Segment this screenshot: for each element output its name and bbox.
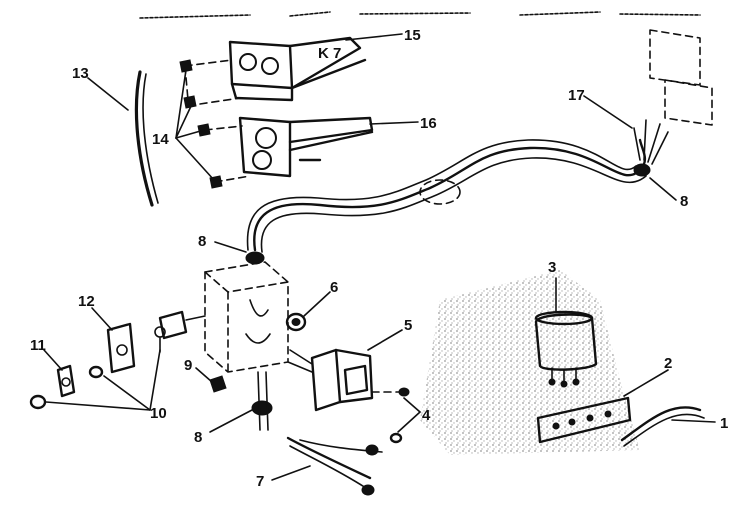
callout-8-left: 8 bbox=[198, 233, 206, 250]
terminal-board bbox=[536, 396, 632, 444]
screw-small bbox=[209, 375, 227, 393]
callout-5: 5 bbox=[404, 317, 412, 334]
callout-12: 12 bbox=[78, 293, 95, 310]
callout-4: 4 bbox=[422, 407, 431, 424]
wall-box bbox=[649, 29, 713, 126]
box-wires bbox=[257, 371, 269, 431]
capacitor bbox=[534, 310, 598, 388]
callout-6: 6 bbox=[330, 279, 338, 296]
callout-15: 15 bbox=[404, 27, 421, 44]
callout-labels: 1 2 3 4 5 6 7 8 8 8 9 10 11 12 13 14 15 … bbox=[30, 27, 728, 490]
upper-socket: K 7 bbox=[228, 36, 367, 102]
grommet bbox=[285, 312, 307, 332]
callout-8-top: 8 bbox=[680, 193, 688, 210]
tube bbox=[134, 70, 159, 207]
wire-leads bbox=[633, 119, 669, 165]
leader-lines bbox=[43, 33, 716, 481]
junction-box bbox=[204, 261, 289, 373]
callout-17: 17 bbox=[568, 87, 585, 104]
strain-relief-bottom bbox=[251, 400, 273, 416]
scan-edge bbox=[139, 11, 701, 19]
callout-13: 13 bbox=[72, 65, 89, 82]
wire-harness bbox=[286, 436, 383, 496]
relay bbox=[287, 348, 374, 412]
callout-16: 16 bbox=[420, 115, 437, 132]
callout-14: 14 bbox=[152, 131, 169, 148]
washers bbox=[29, 365, 104, 410]
callout-9: 9 bbox=[184, 357, 192, 374]
callout-8-bottom: 8 bbox=[194, 429, 202, 446]
strain-relief-top bbox=[633, 163, 651, 177]
mounting-screws bbox=[179, 59, 251, 189]
callout-1: 1 bbox=[720, 415, 728, 432]
wire-bundle bbox=[246, 138, 647, 253]
callout-10: 10 bbox=[150, 405, 167, 422]
strain-relief-left bbox=[245, 251, 265, 265]
callout-3: 3 bbox=[548, 259, 556, 276]
bracket bbox=[106, 322, 136, 374]
callout-11: 11 bbox=[30, 337, 46, 354]
svg-text:K 7: K 7 bbox=[318, 45, 341, 62]
callout-7: 7 bbox=[256, 473, 264, 490]
callout-2: 2 bbox=[664, 355, 672, 372]
lower-socket bbox=[238, 116, 374, 178]
screw bbox=[371, 387, 410, 444]
clip bbox=[56, 364, 76, 398]
clip-assembly bbox=[154, 310, 206, 353]
shading-region bbox=[420, 270, 640, 455]
power-cord bbox=[620, 406, 705, 447]
